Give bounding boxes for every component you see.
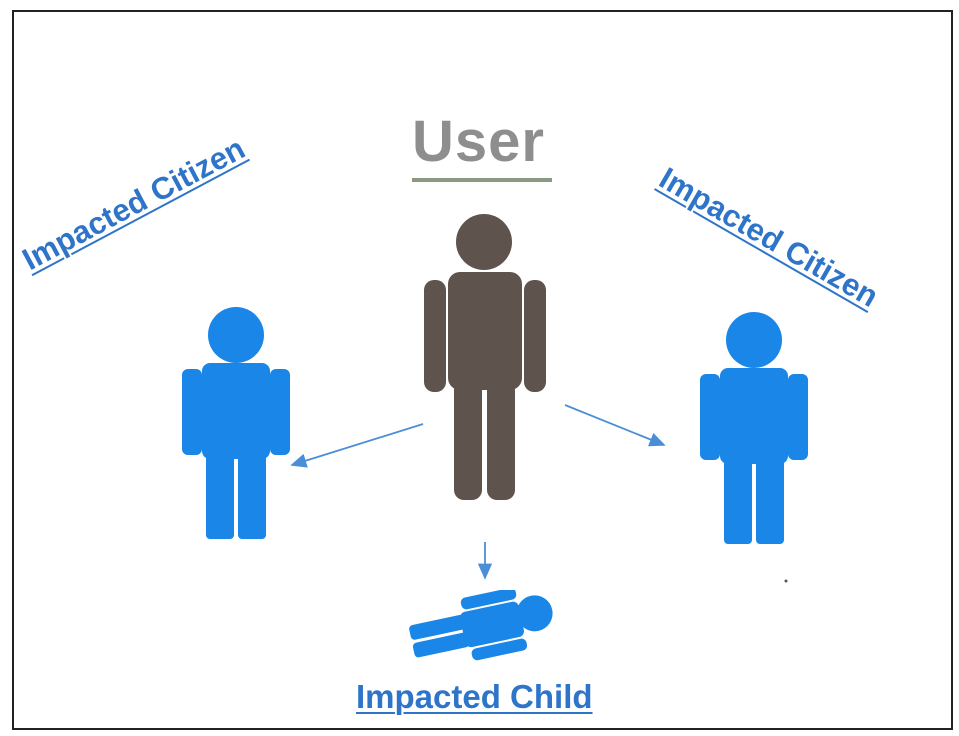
user-label-underline [412,178,552,182]
stray-dot [784,579,788,583]
arrow-to-right-citizen [564,404,666,447]
user-person-icon [424,214,546,500]
user-label: User [412,109,545,174]
right-citizen-person-icon [700,312,808,544]
child-label: Impacted Child [356,678,593,715]
arrow-to-left-citizen [290,423,424,468]
left-citizen-person-icon [182,307,290,539]
child-person-lying-icon [409,590,553,661]
